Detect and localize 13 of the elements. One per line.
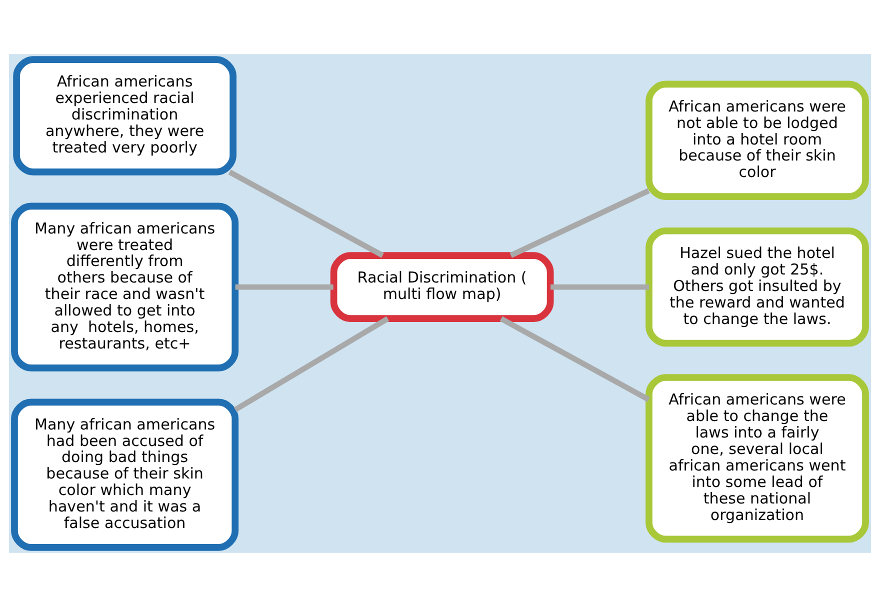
connector (499, 316, 650, 402)
connector (233, 316, 389, 412)
node-box: African americans were not able to be lodged into a hotel room because of their skin color (645, 80, 868, 200)
node-box: African americans experienced racial discrimination anywhere, they were treated very poorly (12, 56, 236, 176)
connector (228, 170, 384, 258)
node-box: Hazel sued the hotel and only got 25$. Others got insulted by the reward and wanted to change the laws. (645, 227, 868, 347)
node-box: Racial Discrimination ( multi flow map) (330, 252, 554, 322)
node-box: Many african americans were treated differently from others because of their race and wasn't allowed to get into any hotels, homes, restaurants, etc+ (10, 202, 238, 372)
connector (234, 284, 333, 290)
connector (550, 284, 648, 290)
node-box: African americans were able to change the laws into a fairly one, several local african americans went into some lead of these national organization (645, 374, 868, 543)
connector (509, 188, 650, 258)
node-box: Many african americans had been accused of doing bad things because of their skin color which many haven't and it was a false accusation (10, 398, 238, 551)
